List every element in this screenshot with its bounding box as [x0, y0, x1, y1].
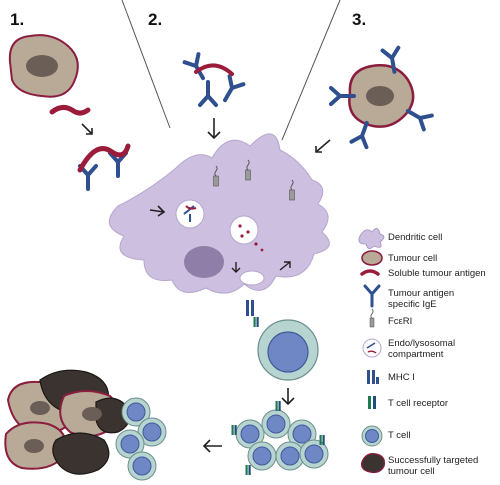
legend-label-mhc1: MHC I [388, 372, 415, 383]
legend-tcr-icon [368, 396, 376, 409]
legend-label-targeted: Successfully targeted tumour cell [388, 455, 479, 477]
divider-right [281, 0, 341, 141]
legend-label-tumour: Tumour cell [388, 253, 438, 264]
step-label-2: 2. [148, 10, 163, 29]
legend-endo-icon [362, 338, 382, 358]
step-label-1: 1. [10, 10, 25, 29]
tumour-cell-3 [329, 45, 434, 150]
legend-label-antigen: Soluble tumour antigen [388, 268, 486, 279]
ige-complex-1 [77, 143, 131, 191]
arrow-2 [207, 118, 221, 140]
soluble-antigen [49, 104, 91, 116]
legend-label-tcell: T cell [388, 430, 411, 441]
legend-icons [358, 228, 386, 474]
legend-label-ige: Tumour antigen specific IgE [388, 288, 455, 310]
arrow-kill [202, 439, 222, 453]
arrow-3 [315, 139, 331, 153]
mhc-tcr-contact [246, 300, 259, 327]
arrow-internalize [149, 205, 166, 217]
legend-dendritic-icon [358, 228, 385, 249]
legend-label-endo: Endo/lysosomal compartment [388, 338, 456, 360]
legend-fceri-icon [369, 308, 375, 328]
legend-label-tcr: T cell receptor [388, 398, 449, 409]
legend-targeted-icon [360, 452, 386, 474]
activated-t-cell [257, 319, 319, 381]
tumour-cell-1 [8, 34, 79, 98]
legend-label-dendritic: Dendritic cell [388, 232, 443, 243]
t-cell-cluster [231, 401, 329, 475]
legend-label-fceri: FcεRI [388, 316, 413, 327]
step-label-3: 3. [352, 10, 367, 29]
arrow-expand [281, 388, 295, 406]
legend-mhc1-icon [367, 370, 379, 384]
ige-complex-2 [182, 52, 246, 107]
legend-tcell-icon [361, 425, 383, 447]
legend-tumour-icon [361, 250, 383, 266]
legend-antigen-icon [360, 269, 380, 276]
dendritic-cell [108, 133, 330, 294]
legend-ige-icon [363, 284, 381, 308]
divider-left [121, 0, 171, 129]
arrow-1 [81, 123, 93, 135]
targeted-tumour-cells [4, 369, 167, 481]
